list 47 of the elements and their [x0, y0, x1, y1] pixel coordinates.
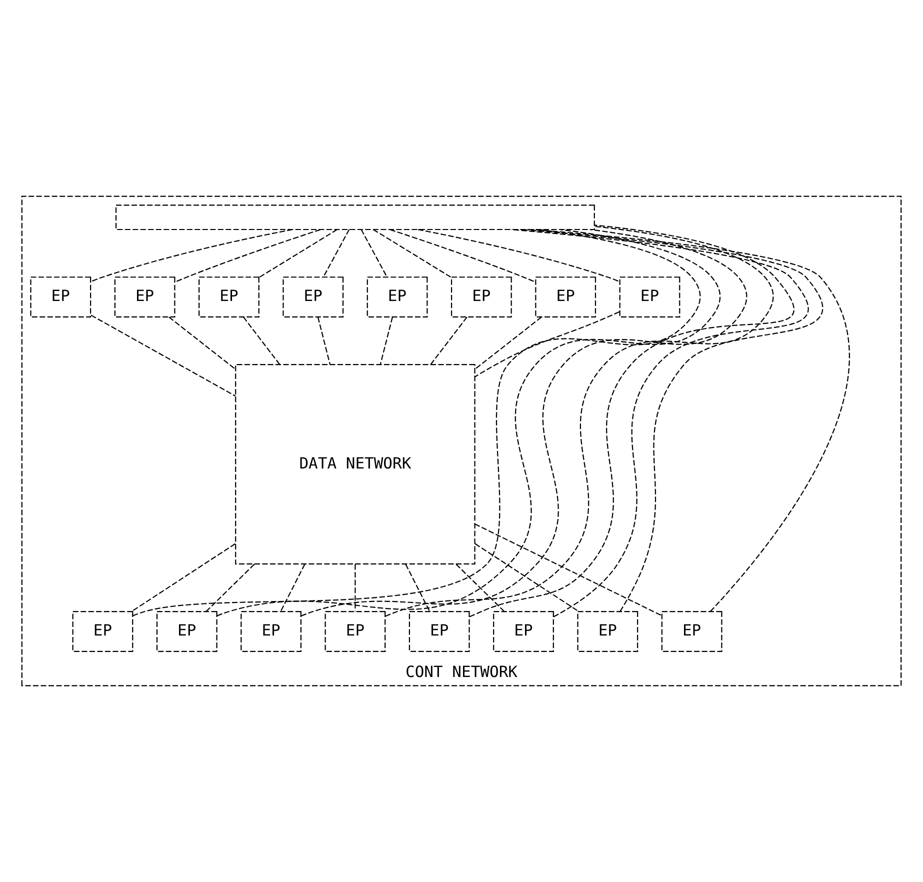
connector [456, 564, 504, 612]
node-box: EP [114, 276, 176, 318]
node-box: EP [535, 276, 596, 318]
connector [385, 226, 774, 617]
connector [418, 228, 620, 282]
connector [373, 229, 452, 278]
node-box: EP [156, 610, 218, 652]
connector [90, 228, 293, 282]
node-box: EP [366, 276, 428, 318]
connector [430, 316, 468, 365]
connector [322, 229, 350, 278]
node-box: EP [282, 276, 344, 318]
node-box: EP [577, 610, 638, 652]
connector [405, 564, 430, 612]
connector [469, 224, 794, 618]
connector [317, 316, 331, 365]
connector [132, 543, 236, 612]
connector [90, 314, 236, 397]
connector [168, 316, 236, 370]
connector [174, 229, 321, 283]
connector [300, 228, 748, 617]
connector [474, 524, 662, 616]
node-box: DATA NETWORK [235, 364, 476, 564]
connector [354, 564, 356, 612]
connector [474, 316, 542, 370]
node-box: EP [661, 610, 722, 652]
connector [474, 311, 620, 378]
connector [132, 229, 701, 616]
connector [258, 229, 338, 278]
connector [216, 228, 721, 616]
node-box [115, 204, 595, 230]
node-box: EP [30, 276, 92, 318]
connector [390, 229, 536, 283]
node-box: EP [408, 610, 470, 652]
node-box: EP [72, 610, 134, 652]
connector [243, 316, 280, 365]
node-box: EP [198, 276, 260, 318]
node-box: EP [450, 276, 512, 318]
connector [360, 229, 388, 278]
node-box: EP [619, 276, 680, 318]
connector [206, 564, 255, 612]
node-box: EP [324, 610, 386, 652]
connector [474, 543, 579, 612]
node-box: EP [493, 610, 554, 652]
connector [380, 316, 393, 365]
connector [280, 564, 306, 612]
node-box: EP [240, 610, 302, 652]
